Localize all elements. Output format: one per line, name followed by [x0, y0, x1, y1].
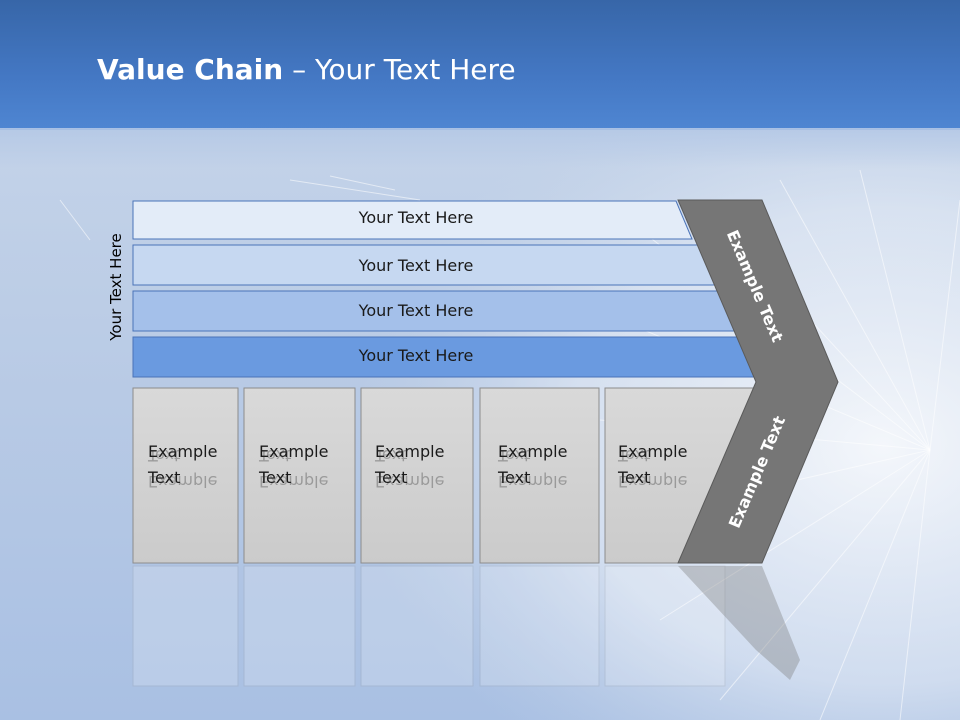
support-bar-2-label: Your Text Here	[358, 256, 474, 275]
primary-box-3	[360, 387, 474, 564]
reflection-3-line2: Text	[375, 446, 408, 465]
reflection-4-line1: Example	[498, 472, 568, 491]
primary-box-5-line2: Text	[618, 468, 651, 487]
reflection-5-line1: Example	[618, 472, 688, 491]
reflection-1-line2: Text	[148, 446, 181, 465]
reflection-4-line2: Text	[498, 446, 531, 465]
reflection-2-line1: Example	[259, 472, 329, 491]
primary-box-3-line2: Text	[375, 468, 408, 487]
support-bar-1-label: Your Text Here	[358, 208, 474, 227]
support-bar-4-label: Your Text Here	[358, 346, 474, 365]
margin-chevron	[677, 199, 839, 564]
reflection-3-line1: Example	[375, 472, 445, 491]
chevron-reflection	[678, 566, 800, 680]
primary-box-2-line2: Text	[259, 468, 292, 487]
page-title: Value Chain – Your Text Here	[97, 53, 516, 86]
title-rest: – Your Text Here	[283, 53, 516, 86]
diagram-reflection	[132, 565, 726, 687]
title-bold: Value Chain	[97, 53, 284, 86]
reflection-1-line1: Example	[148, 472, 218, 491]
primary-box-3-line1: Example	[375, 442, 445, 461]
title-banner	[0, 0, 960, 130]
reflection-2-line2: Text	[259, 446, 292, 465]
support-bar-3-label: Your Text Here	[358, 301, 474, 320]
reflection-5-line2: Text	[618, 446, 651, 465]
primary-box-2	[243, 387, 356, 564]
primary-box-4-line1: Example	[498, 442, 568, 461]
primary-box-2-line1: Example	[259, 442, 329, 461]
primary-box-1	[132, 387, 239, 564]
banner-fade	[0, 128, 960, 168]
primary-box-1-line2: Text	[148, 468, 181, 487]
primary-box-1-line1: Example	[148, 442, 218, 461]
support-bar-1	[132, 200, 693, 240]
primary-box-4-line2: Text	[498, 468, 531, 487]
primary-box-5-line1: Example	[618, 442, 688, 461]
primary-box-4	[479, 387, 600, 564]
